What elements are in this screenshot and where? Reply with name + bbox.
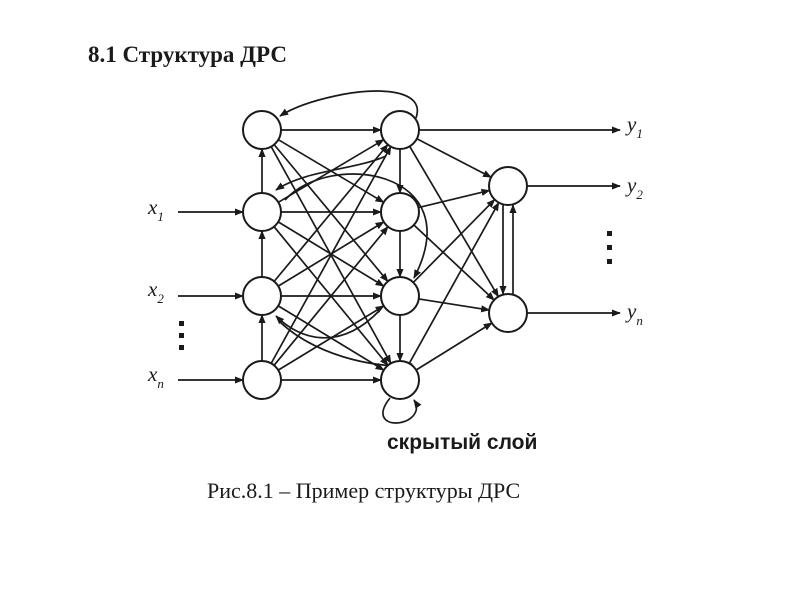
connection-arrow-25 <box>416 137 492 179</box>
feedback-arrow-38 <box>279 90 419 119</box>
input-neuron-2 <box>242 276 282 316</box>
figure-caption: Рис.8.1 – Пример структуры ДРС <box>207 478 521 503</box>
connection-arrow-27 <box>418 188 491 209</box>
connections <box>178 90 621 424</box>
output-ellipsis <box>607 231 612 264</box>
connection-arrow-31 <box>408 201 500 364</box>
input-label-x1: x1 <box>147 195 164 224</box>
hidden-layer-label: скрытый слой <box>387 431 537 454</box>
output-label-yn: yn <box>625 299 643 328</box>
input-ellipsis <box>179 321 184 350</box>
input-neuron-0 <box>242 110 282 150</box>
feedback-arrow-41 <box>284 173 428 279</box>
input-label-xn: xn <box>147 362 164 391</box>
hidden-neuron-0 <box>380 110 420 150</box>
connection-arrow-26 <box>408 145 500 298</box>
input-neuron-3 <box>242 360 282 400</box>
connection-arrow-19 <box>273 225 389 366</box>
page-title: 8.1 Структура ДРС <box>88 42 287 67</box>
output-label-y1: y1 <box>625 112 643 141</box>
hidden-neuron-3 <box>380 360 420 400</box>
hidden-neuron-1 <box>380 192 420 232</box>
connection-arrow-28 <box>413 224 495 301</box>
output-neuron-1 <box>488 293 528 333</box>
connection-arrow-30 <box>418 298 491 313</box>
feedback-arrow-43 <box>382 397 422 424</box>
connection-arrow-32 <box>415 322 493 371</box>
hidden-neuron-2 <box>380 276 420 316</box>
feedback-arrow-39 <box>275 155 387 191</box>
output-neuron-0 <box>488 166 528 206</box>
feedback-arrow-40 <box>275 309 381 339</box>
output-label-y2: y2 <box>625 173 643 202</box>
connection-arrow-14 <box>273 143 389 282</box>
connection-arrow-29 <box>412 198 496 284</box>
input-neuron-1 <box>242 192 282 232</box>
input-label-x2: x2 <box>147 277 164 306</box>
